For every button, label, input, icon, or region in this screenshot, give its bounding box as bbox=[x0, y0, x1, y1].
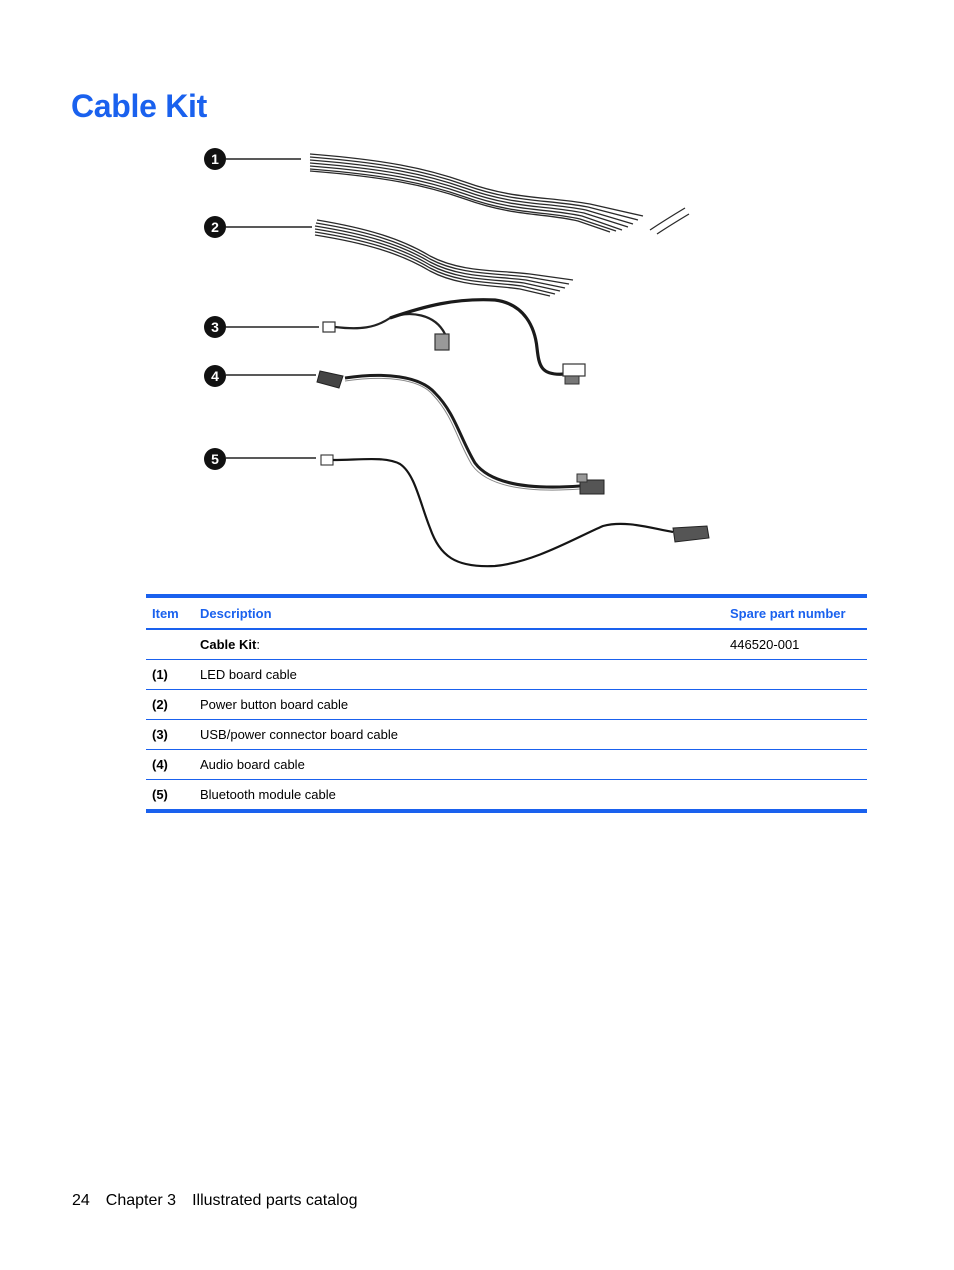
callout-5: 5 bbox=[204, 448, 316, 470]
table-cell-item: (5) bbox=[152, 787, 168, 802]
audio-board-cable-image bbox=[316, 370, 605, 495]
table-row: (5) Bluetooth module cable bbox=[146, 780, 867, 812]
header-spare-part-number: Spare part number bbox=[724, 596, 867, 630]
footer-chapter: Chapter 3 bbox=[105, 1192, 177, 1209]
table-cell-description: Cable Kit: bbox=[194, 629, 724, 660]
footer-section: Illustrated parts catalog bbox=[192, 1192, 358, 1209]
page-number: 24 bbox=[72, 1192, 90, 1209]
table-cell-description: USB/power connector board cable bbox=[194, 719, 724, 750]
callout-5-label: 5 bbox=[211, 451, 219, 467]
table-cell-description: Power button board cable bbox=[194, 689, 724, 720]
table-row: (4) Audio board cable bbox=[146, 749, 867, 780]
table-cell-spare-part-number: 446520-001 bbox=[724, 629, 867, 660]
callout-2-label: 2 bbox=[211, 219, 219, 235]
callout-2: 2 bbox=[204, 216, 312, 238]
table-cell-spare-part-number bbox=[724, 780, 867, 812]
header-item: Item bbox=[146, 596, 194, 630]
parts-table: Item Description Spare part number Cable… bbox=[146, 594, 867, 813]
table-cell-description: LED board cable bbox=[194, 659, 724, 690]
table-row: Cable Kit: 446520-001 bbox=[146, 629, 867, 660]
cable-kit-illustration: 1 2 bbox=[195, 138, 725, 578]
callout-4: 4 bbox=[204, 365, 316, 387]
table-cell-item: (2) bbox=[146, 689, 194, 720]
table-cell-item: (4) bbox=[146, 749, 194, 780]
table-cell-spare-part-number bbox=[724, 689, 867, 720]
power-button-board-cable-image bbox=[314, 219, 574, 297]
table-cell-spare-part-number bbox=[724, 659, 867, 690]
table-row: (3) USB/power connector board cable bbox=[146, 719, 867, 750]
table-cell-spare-part-number bbox=[724, 719, 867, 750]
kit-label-suffix: : bbox=[256, 637, 260, 652]
table-header-row: Item Description Spare part number bbox=[146, 596, 867, 630]
page-footer: 24 Chapter 3 Illustrated parts catalog bbox=[72, 1192, 373, 1210]
table-row: (2) Power button board cable bbox=[146, 689, 867, 720]
table-cell-item bbox=[146, 629, 194, 660]
header-description: Description bbox=[194, 596, 724, 630]
callout-3-label: 3 bbox=[211, 319, 219, 335]
callout-1: 1 bbox=[204, 148, 301, 170]
callout-1-label: 1 bbox=[211, 151, 219, 167]
table-row: (1) LED board cable bbox=[146, 659, 867, 690]
table-cell-description: Bluetooth module cable bbox=[200, 787, 336, 802]
kit-label: Cable Kit bbox=[200, 637, 257, 652]
callout-3: 3 bbox=[204, 316, 319, 338]
led-board-cable-image bbox=[309, 153, 690, 235]
bluetooth-module-cable-image bbox=[320, 454, 710, 568]
table-cell-item: (1) bbox=[146, 659, 194, 690]
callout-4-label: 4 bbox=[211, 368, 219, 384]
table-cell-spare-part-number bbox=[724, 749, 867, 780]
page-title: Cable Kit bbox=[71, 88, 207, 124]
table-cell-description: Audio board cable bbox=[194, 749, 724, 780]
usb-power-connector-board-cable-image bbox=[322, 298, 586, 385]
table-cell-item: (3) bbox=[146, 719, 194, 750]
